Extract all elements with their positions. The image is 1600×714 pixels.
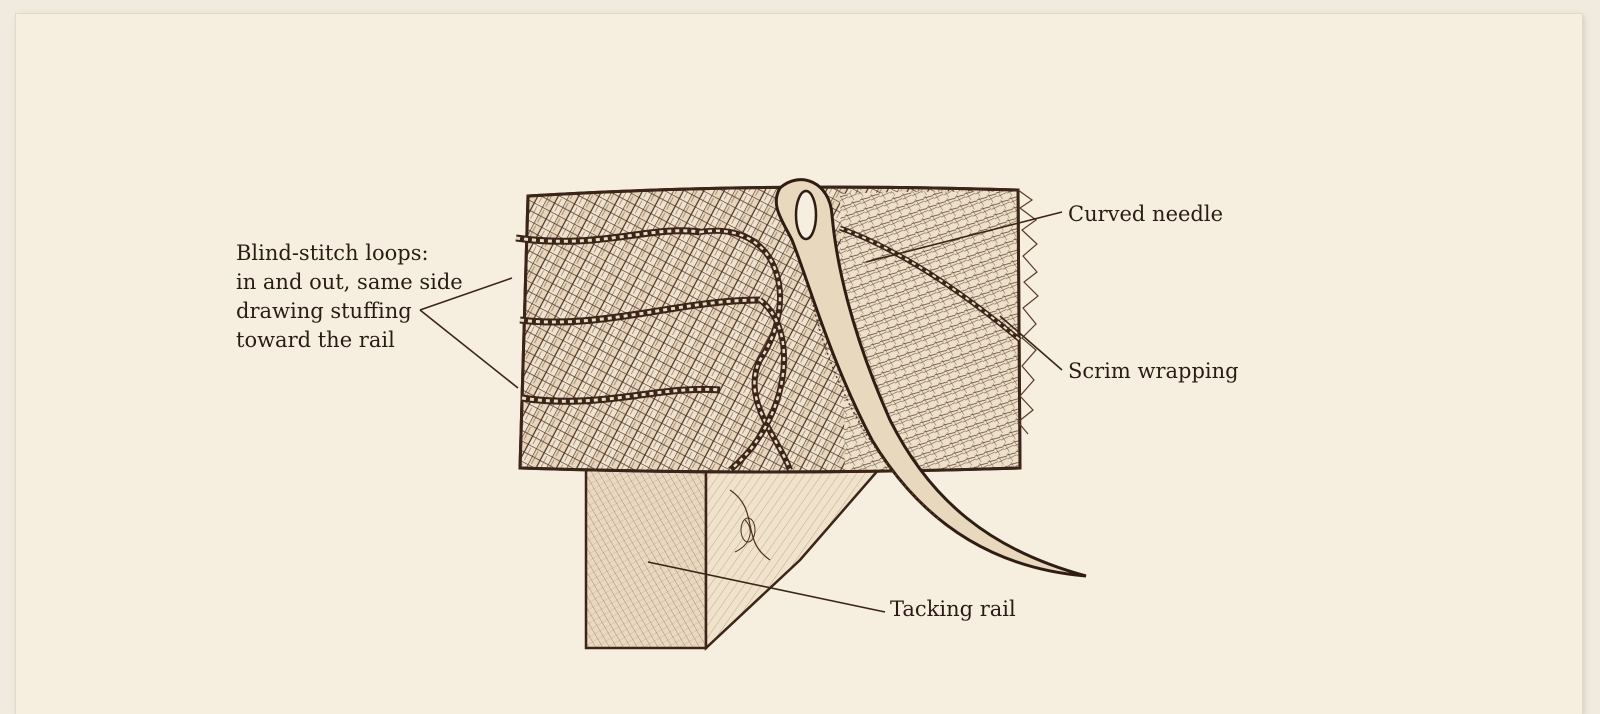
scrim-wrapping-label: Scrim wrapping — [1068, 359, 1239, 383]
blind-stitch-label-line-3: drawing stuffing — [236, 299, 412, 323]
blind-stitch-loops — [515, 225, 1022, 473]
leader-lines — [419, 211, 1063, 613]
upholstery-illustration — [419, 178, 1087, 651]
blind-stitch-label-line-4: toward the rail — [236, 328, 395, 352]
blind-stitch-label-line-1: Blind-stitch loops: — [236, 241, 429, 265]
scrim-roll — [518, 185, 1039, 474]
blind-stitch-label: Blind-stitch loops: in and out, same sid… — [236, 239, 463, 355]
curved-needle — [774, 178, 1087, 578]
tacking-rail-label: Tacking rail — [890, 597, 1016, 621]
curved-needle-label: Curved needle — [1068, 202, 1224, 226]
blind-stitch-label-line-2: in and out, same side — [236, 270, 463, 294]
tacking-rail — [584, 466, 883, 651]
